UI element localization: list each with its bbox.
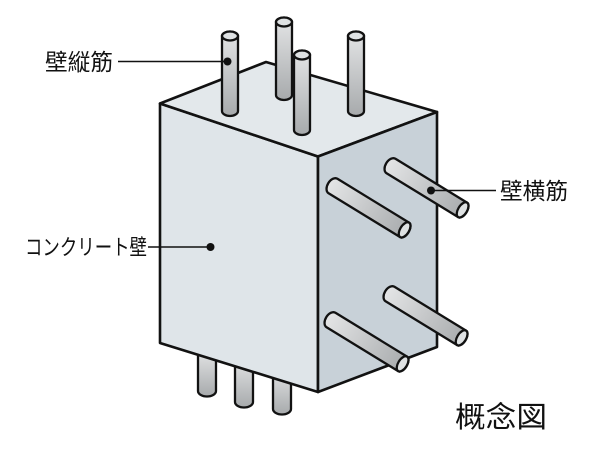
- vertical-rebar-3: [292, 49, 312, 137]
- horizontal-rebar-1: [325, 177, 412, 239]
- leader-dots: [206, 57, 435, 251]
- diagram-caption: 概念図: [455, 400, 547, 434]
- bottom-rebar-1: [196, 348, 218, 398]
- leader-dot-vertical-rebar: [223, 57, 232, 66]
- horizontal-rebar-group: [323, 157, 470, 373]
- leader-lines: [118, 60, 496, 248]
- horizontal-rebar-4: [382, 285, 469, 347]
- label-horizontal-rebar: 壁横筋: [500, 178, 568, 204]
- vertical-rebar-1: [220, 30, 240, 118]
- vertical-rebar-4: [346, 30, 366, 118]
- vertical-rebar-group: [220, 16, 366, 137]
- horizontal-rebar-3: [323, 311, 410, 373]
- label-vertical-rebar: 壁縦筋: [45, 49, 113, 75]
- vertical-rebar-2: [274, 16, 294, 102]
- label-concrete-wall: コンクリート壁: [25, 235, 147, 260]
- leader-dot-concrete-wall: [206, 243, 215, 251]
- leader-dot-horizontal-rebar: [427, 186, 435, 195]
- horizontal-rebar-2: [383, 157, 470, 219]
